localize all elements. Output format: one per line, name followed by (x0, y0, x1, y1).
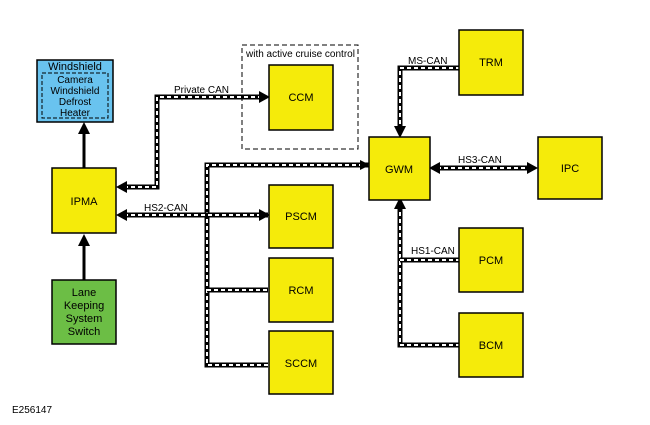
lane-label-line-4: Switch (68, 326, 100, 338)
figure-id: E256147 (12, 405, 52, 416)
acc-group-label: with active cruise control (245, 49, 355, 60)
ccm-label: CCM (288, 92, 313, 104)
private-can-link (116, 91, 270, 193)
trm-label: TRM (479, 57, 503, 69)
bcm-label: BCM (479, 340, 503, 352)
rcm-label: RCM (288, 285, 313, 297)
gwm-label: GWM (385, 164, 413, 176)
ipma-label: IPMA (71, 196, 99, 208)
hs2-can-label: HS2-CAN (144, 203, 188, 214)
ipc-label: IPC (561, 163, 579, 175)
ms-can-link (394, 65, 460, 138)
windshield-inner-line-2: Windshield (51, 86, 100, 97)
ccm-module: CCM (268, 64, 334, 131)
pscm-label: PSCM (285, 211, 317, 223)
lane-label-line-1: Lane (72, 287, 96, 299)
sccm-module: SCCM (268, 330, 334, 395)
pscm-module: PSCM (268, 184, 334, 249)
hs3-can-label: HS3-CAN (458, 155, 502, 166)
windshield-inner-line-4: Heater (60, 108, 91, 119)
ms-can-label: MS-CAN (408, 56, 447, 67)
windshield-module: Windshield Camera Windshield Defrost Hea… (36, 59, 114, 123)
gwm-module: GWM (368, 136, 431, 201)
lane-label-line-3: System (66, 313, 103, 325)
rcm-module: RCM (268, 257, 334, 323)
hs3-can-link (429, 162, 538, 174)
hs1-can-label: HS1-CAN (411, 246, 455, 257)
windshield-inner-line-1: Camera (57, 75, 93, 86)
hs1-can-link (394, 197, 460, 348)
bus-wires (78, 65, 538, 368)
windshield-title: Windshield (48, 61, 102, 73)
private-can-label: Private CAN (174, 85, 229, 96)
pcm-label: PCM (479, 255, 503, 267)
pcm-module: PCM (458, 227, 524, 293)
bcm-module: BCM (458, 312, 524, 378)
hs2-can-ipma-pscm-link (116, 209, 270, 221)
trm-module: TRM (458, 29, 524, 96)
acc-group-box (241, 44, 359, 150)
ipma-module: IPMA (51, 167, 117, 234)
sccm-label: SCCM (285, 358, 317, 370)
lane-label-line-2: Keeping (64, 300, 104, 312)
ipc-module: IPC (537, 136, 603, 200)
windshield-inner-line-3: Defrost (59, 97, 91, 108)
lane-keeping-switch-module: Lane Keeping System Switch (51, 279, 117, 345)
hardwired-links (78, 122, 90, 280)
